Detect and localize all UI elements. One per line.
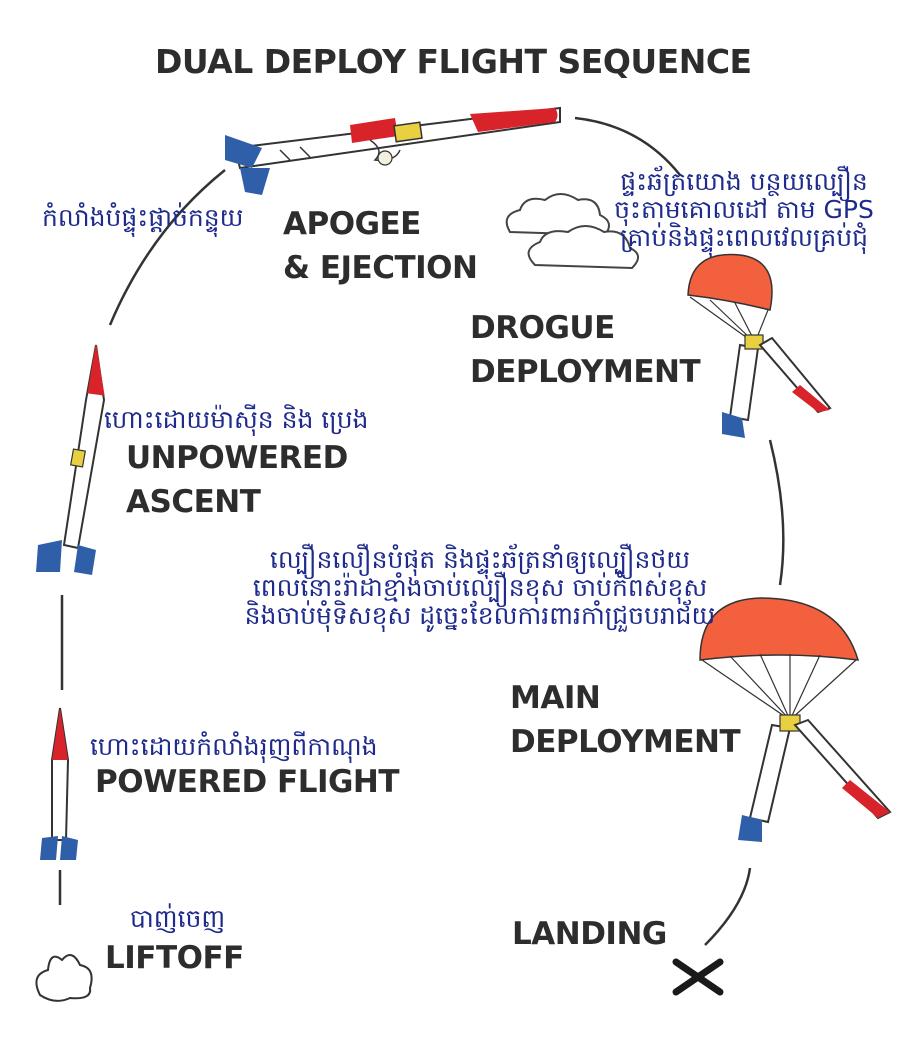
liftoff-khmer-label: បាញ់ចេញ bbox=[130, 904, 226, 933]
diagram-title: DUAL DEPLOY FLIGHT SEQUENCE bbox=[155, 42, 752, 81]
liftoff-smoke-icon bbox=[35, 954, 93, 1002]
apogee-label: APOGEE & EJECTION bbox=[283, 206, 478, 286]
drogue-parachute bbox=[687, 253, 832, 438]
powered-label: POWERED FLIGHT bbox=[95, 764, 400, 800]
main-parachute bbox=[699, 597, 892, 842]
landing-marker-icon bbox=[672, 958, 724, 996]
main-khmer-label: ល្បឿនលឿនបំផុត និងផ្ទុះឆ័ត្រនាំឲ្យល្បឿនថយ… bbox=[244, 545, 716, 630]
main-label: MAIN DEPLOYMENT bbox=[510, 680, 741, 760]
powered-khmer-label: ហោះដោយកំលាំងរុញពីកាណុង bbox=[90, 732, 378, 761]
cloud-icon bbox=[505, 193, 639, 270]
apogee-rocket bbox=[225, 106, 561, 195]
powered-rocket bbox=[40, 707, 78, 860]
unpowered-rocket bbox=[36, 344, 106, 575]
flight-path bbox=[58, 116, 785, 946]
drogue-label: DROGUE DEPLOYMENT bbox=[470, 310, 701, 390]
liftoff-label: LIFTOFF bbox=[105, 940, 244, 976]
landing-label: LANDING bbox=[512, 916, 667, 952]
drogue-khmer-label: ផ្ទះឆ័ត្រយោង បន្ថយល្បឿន ចុះតាមគោលដៅ តាម … bbox=[614, 167, 874, 252]
unpowered-khmer-label: ហោះដោយម៉ាស៊ីន និង ប្រេង bbox=[104, 405, 369, 434]
apogee-khmer-label: កំលាំងបំផ្ទុះផ្តាច់កន្ទុយ bbox=[42, 203, 244, 232]
unpowered-label: UNPOWERED ASCENT bbox=[126, 440, 348, 520]
